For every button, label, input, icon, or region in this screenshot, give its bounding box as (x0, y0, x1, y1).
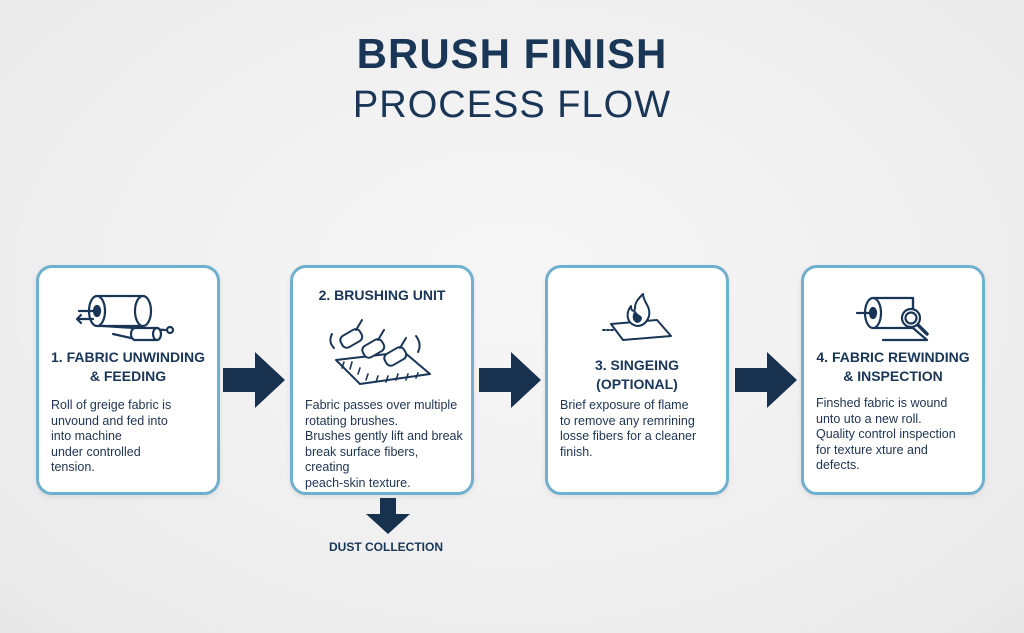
flow-arrow-right (735, 352, 797, 408)
step-description: Brief exposure of flame to remove any re… (560, 398, 697, 459)
flow-arrow-right (223, 352, 285, 408)
step-card-rewinding: 4. FABRIC REWINDING & INSPECTION Finshed… (801, 265, 985, 495)
step-card-singeing: 3. SINGEING (OPTIONAL) Brief exposure of… (545, 265, 729, 495)
flame-icon (548, 290, 726, 344)
dust-collection-label: DUST COLLECTION (329, 540, 443, 554)
step-title: 1. FABRIC UNWINDING & FEEDING (51, 349, 205, 384)
step-description: Finshed fabric is wound unto uto a new r… (816, 396, 956, 472)
step-description: Fabric passes over multiple rotating bru… (305, 398, 463, 490)
rotating-brushes-icon (293, 316, 471, 388)
step-description: Roll of greige fabric is unvound and fed… (51, 398, 172, 474)
fabric-roll-icon (39, 290, 217, 344)
flow-arrow-down (366, 498, 410, 534)
flow-arrow-right (479, 352, 541, 408)
roll-magnifier-icon (804, 290, 982, 346)
title-line-2: PROCESS FLOW (352, 84, 672, 126)
step-title: 2. BRUSHING UNIT (318, 287, 446, 303)
step-title: 3. SINGEING (OPTIONAL) (594, 357, 680, 392)
title-line-1: BRUSH FINISH (356, 30, 668, 77)
step-card-unwinding: 1. FABRIC UNWINDING & FEEDING Roll of gr… (36, 265, 220, 495)
step-card-brushing: 2. BRUSHING UNIT (290, 265, 474, 495)
step-title: 4. FABRIC REWINDING & INSPECTION (816, 349, 970, 384)
